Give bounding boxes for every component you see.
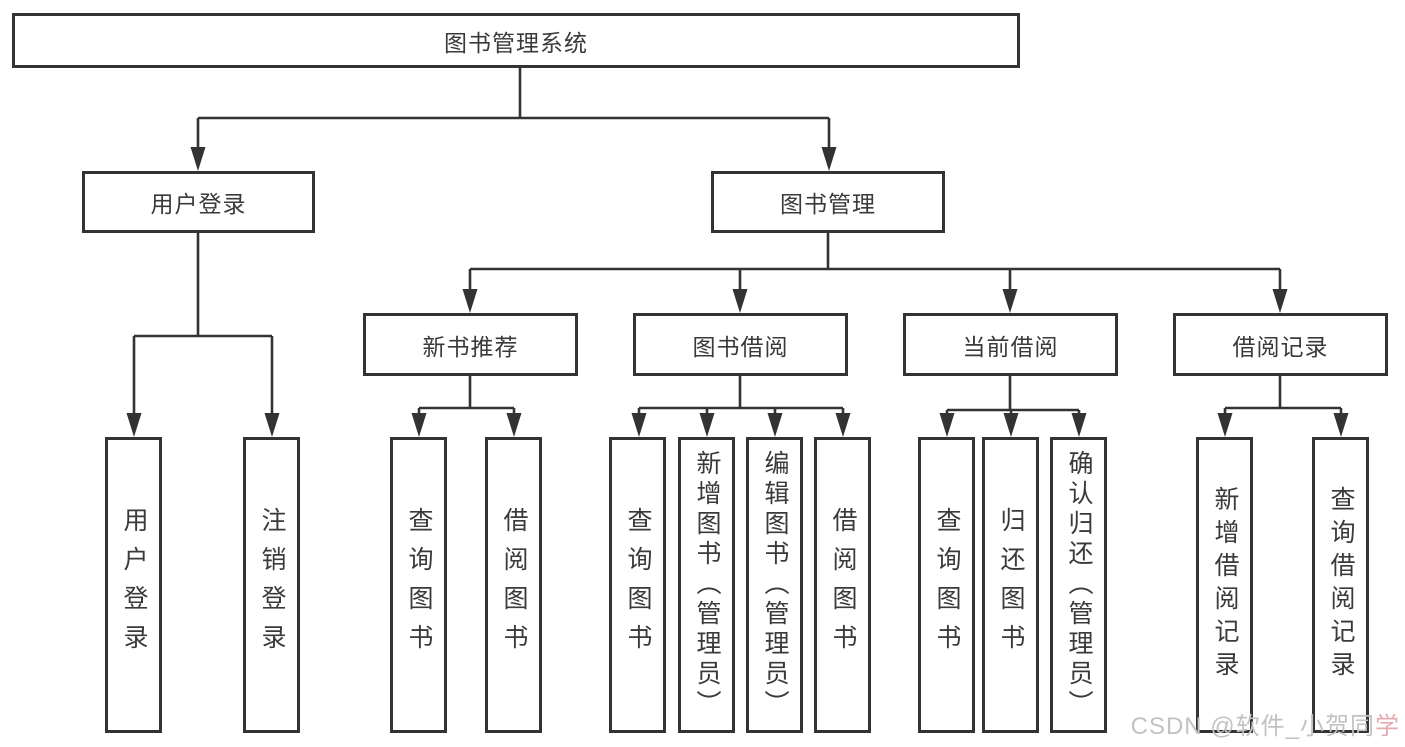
leaf-edit-book-admin: 编辑图书（管理员） (746, 437, 803, 733)
node-user-login: 用户登录 (82, 171, 315, 233)
leaf-query-borrow-record-label: 查询借阅记录 (1327, 486, 1355, 684)
leaf-logout-label: 注销登录 (258, 507, 286, 663)
leaf-confirm-return-admin-label: 确认归还（管理员） (1065, 450, 1093, 720)
leaf-query-books-recommend-label: 查询图书 (405, 507, 433, 663)
leaf-return-book: 归还图书 (982, 437, 1039, 733)
node-book-borrow-label: 图书借阅 (692, 333, 789, 360)
leaf-query-books-borrow-label: 查询图书 (624, 507, 652, 663)
watermark: CSDN @软件_小贺同学 (1131, 706, 1400, 741)
leaf-add-borrow-record-label: 新增借阅记录 (1211, 486, 1239, 684)
leaf-add-borrow-record: 新增借阅记录 (1196, 437, 1253, 733)
watermark-text: CSDN @软件_小贺同 (1130, 713, 1375, 740)
watermark-accent: 学 (1375, 713, 1400, 740)
node-root-label: 图书管理系统 (444, 29, 588, 56)
leaf-confirm-return-admin: 确认归还（管理员） (1050, 437, 1107, 733)
leaf-user-login: 用户登录 (105, 437, 162, 733)
leaf-query-books-current-label: 查询图书 (933, 507, 961, 663)
node-current-borrow-label: 当前借阅 (962, 333, 1059, 360)
leaf-query-borrow-record: 查询借阅记录 (1312, 437, 1369, 733)
leaf-borrow-books-recommend: 借阅图书 (485, 437, 542, 733)
node-book-borrow: 图书借阅 (633, 313, 848, 376)
leaf-return-book-label: 归还图书 (997, 507, 1025, 663)
node-user-login-label: 用户登录 (150, 191, 247, 217)
leaf-logout: 注销登录 (243, 437, 300, 733)
node-root: 图书管理系统 (12, 13, 1020, 68)
leaf-query-books-current: 查询图书 (918, 437, 975, 733)
node-current-borrow: 当前借阅 (903, 313, 1118, 376)
leaf-query-books-borrow: 查询图书 (609, 437, 666, 733)
node-book-management: 图书管理 (711, 171, 945, 233)
node-borrow-records: 借阅记录 (1173, 313, 1388, 376)
leaf-query-books-recommend: 查询图书 (390, 437, 447, 733)
leaf-user-login-label: 用户登录 (120, 507, 148, 663)
leaf-add-book-admin: 新增图书（管理员） (678, 437, 735, 733)
leaf-borrow-books-borrow-label: 借阅图书 (829, 507, 857, 663)
arrowheads (126, 147, 1349, 437)
leaf-edit-book-admin-label: 编辑图书（管理员） (761, 450, 789, 720)
node-new-book-recommend: 新书推荐 (363, 313, 578, 376)
node-borrow-records-label: 借阅记录 (1232, 333, 1329, 360)
leaf-borrow-books-recommend-label: 借阅图书 (500, 507, 528, 663)
node-book-management-label: 图书管理 (780, 191, 876, 217)
node-new-book-recommend-label: 新书推荐 (422, 333, 519, 360)
leaf-add-book-admin-label: 新增图书（管理员） (693, 450, 721, 720)
leaf-borrow-books-borrow: 借阅图书 (814, 437, 871, 733)
